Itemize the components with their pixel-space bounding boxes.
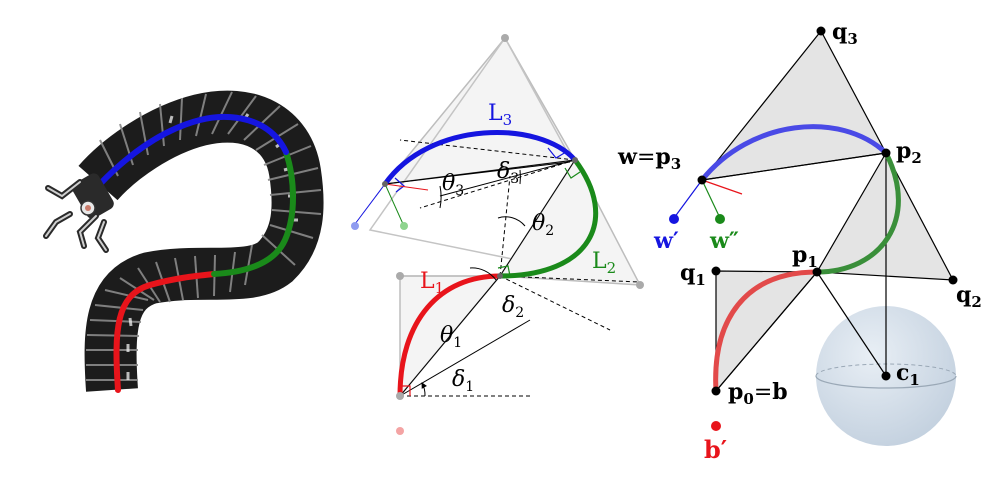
robot-segment-2 <box>211 149 296 277</box>
label-q2: q2 <box>956 282 982 311</box>
triangle-q2 <box>815 151 955 281</box>
label-L3: L3 <box>488 101 512 129</box>
b-prime-dot-faded <box>396 427 404 435</box>
right-arc-2 <box>814 150 901 275</box>
label-L1: L1 <box>420 269 444 297</box>
label-w-eq-p3: w=p3 <box>617 144 681 173</box>
tool-frame <box>351 183 429 230</box>
label-p0-eq-b: p0=b <box>728 379 788 408</box>
right-angle-marks <box>394 147 581 396</box>
label-w-dprime: w″ <box>709 228 739 254</box>
label-delta1: δ1 <box>452 367 474 395</box>
construction-points <box>382 34 644 435</box>
label-b-prime: b′ <box>704 435 727 464</box>
right-arc-1 <box>713 269 820 394</box>
label-theta1: θ1 <box>440 323 462 351</box>
right-lines <box>701 152 887 392</box>
arc-segment-1 <box>397 273 503 399</box>
w-prime-dot <box>351 222 359 230</box>
right-arc-3 <box>699 124 889 183</box>
w-prime-point <box>669 214 679 224</box>
b-prime-point <box>711 421 721 431</box>
label-p1: p1 <box>792 242 818 271</box>
angle-arcs <box>421 169 526 397</box>
robot-segment-3 <box>97 113 289 187</box>
label-theta3: θ3 <box>442 171 464 199</box>
arc-segment-2 <box>497 157 599 279</box>
label-p2: p2 <box>896 138 922 167</box>
label-theta2: θ2 <box>532 211 554 239</box>
w-dprime-dot <box>400 222 408 230</box>
right-points <box>697 26 958 396</box>
robot-segment-1 <box>113 271 217 393</box>
construction-diagram: L3 L2 L1 θ3 δ3 θ2 δ2 θ1 δ1 <box>351 34 644 435</box>
label-q1: q1 <box>680 260 706 289</box>
label-delta3: δ3 <box>497 159 519 187</box>
points-diagram: q3 p2 w=p3 w′ w″ p1 q1 q2 c1 p0=b b′ <box>617 19 982 464</box>
sphere-equator <box>815 375 957 389</box>
label-w-prime: w′ <box>653 228 679 254</box>
right-tool-frame <box>669 179 743 431</box>
arc-segment-3 <box>382 129 578 187</box>
robot-gripper <box>43 173 114 253</box>
w-dprime-point <box>715 214 725 224</box>
label-L2: L2 <box>592 249 616 277</box>
triangle-3 <box>383 36 577 185</box>
label-q3: q3 <box>832 19 858 48</box>
label-delta2: δ2 <box>502 293 524 321</box>
label-c1: c1 <box>896 360 920 389</box>
robot-illustration <box>43 90 324 393</box>
